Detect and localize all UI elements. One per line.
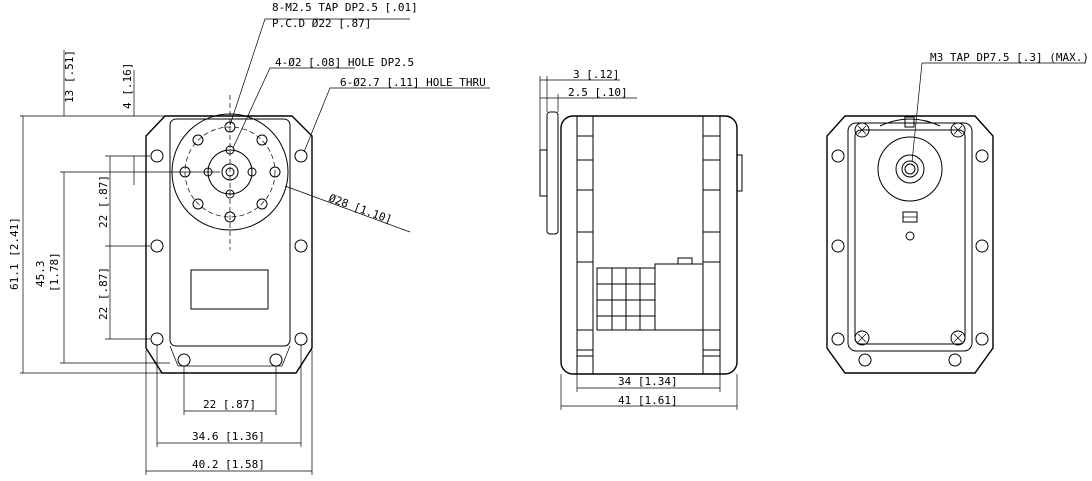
side-horn <box>546 111 559 235</box>
rear-corner-screws <box>854 122 966 346</box>
side-ribs <box>576 115 721 375</box>
callout-horn-diameter: Ø28 [1.10] <box>327 192 394 227</box>
dim-lower-spacing: 22 [.87] <box>97 267 110 320</box>
dim-small-offset: 4 [.16] <box>121 63 134 109</box>
front-label-window <box>190 269 269 310</box>
rear-shaft-outer <box>877 136 943 202</box>
rear-tap-hole <box>901 160 919 178</box>
rear-inner-panel <box>847 122 973 352</box>
side-view: 3 [.12] 2.5 [.10] 34 [1.34] 41 [1.61] <box>539 68 743 410</box>
dim-top-offset: 13 [.51] <box>63 50 76 103</box>
dim-upper-spacing: 22 [.87] <box>97 175 110 228</box>
front-mount-holes <box>150 149 308 367</box>
front-body-outline <box>145 115 313 374</box>
dim-mount-width: 34.6 [1.36] <box>192 430 265 443</box>
dim-overall-depth: 41 [1.61] <box>618 394 678 407</box>
rear-view: M3 TAP DP7.5 [.3] (MAX.) <box>826 51 1089 374</box>
callout-pcd: P.C.D Ø22 [.87] <box>272 17 371 30</box>
dim-height-mm: 45.3 <box>34 261 47 288</box>
dim-offset-b: 2.5 [.10] <box>568 86 628 99</box>
front-view: 8-M2.5 TAP DP2.5 [.01] P.C.D Ø22 [.87] 4… <box>8 1 490 475</box>
callout-thru-holes: 6-Ø2.7 [.11] HOLE THRU <box>340 76 486 89</box>
rear-mount-holes <box>831 149 989 367</box>
dim-overall-height: 61.1 [2.41] <box>8 217 21 290</box>
callout-small-holes: 4-Ø2 [.08] HOLE DP2.5 <box>275 56 414 69</box>
rear-body-outline <box>826 115 994 374</box>
side-body <box>560 115 738 375</box>
callout-rear-tap: M3 TAP DP7.5 [.3] (MAX.) <box>930 51 1089 64</box>
dim-body-depth: 34 [1.34] <box>618 375 678 388</box>
dim-bottom-hole-spacing: 22 [.87] <box>203 398 256 411</box>
dim-height-in: [1.78] <box>48 252 61 292</box>
dim-offset-a: 3 [.12] <box>573 68 619 81</box>
dim-overall-width: 40.2 [1.58] <box>192 458 265 471</box>
callout-tap-holes: 8-M2.5 TAP DP2.5 [.01] <box>272 1 418 14</box>
